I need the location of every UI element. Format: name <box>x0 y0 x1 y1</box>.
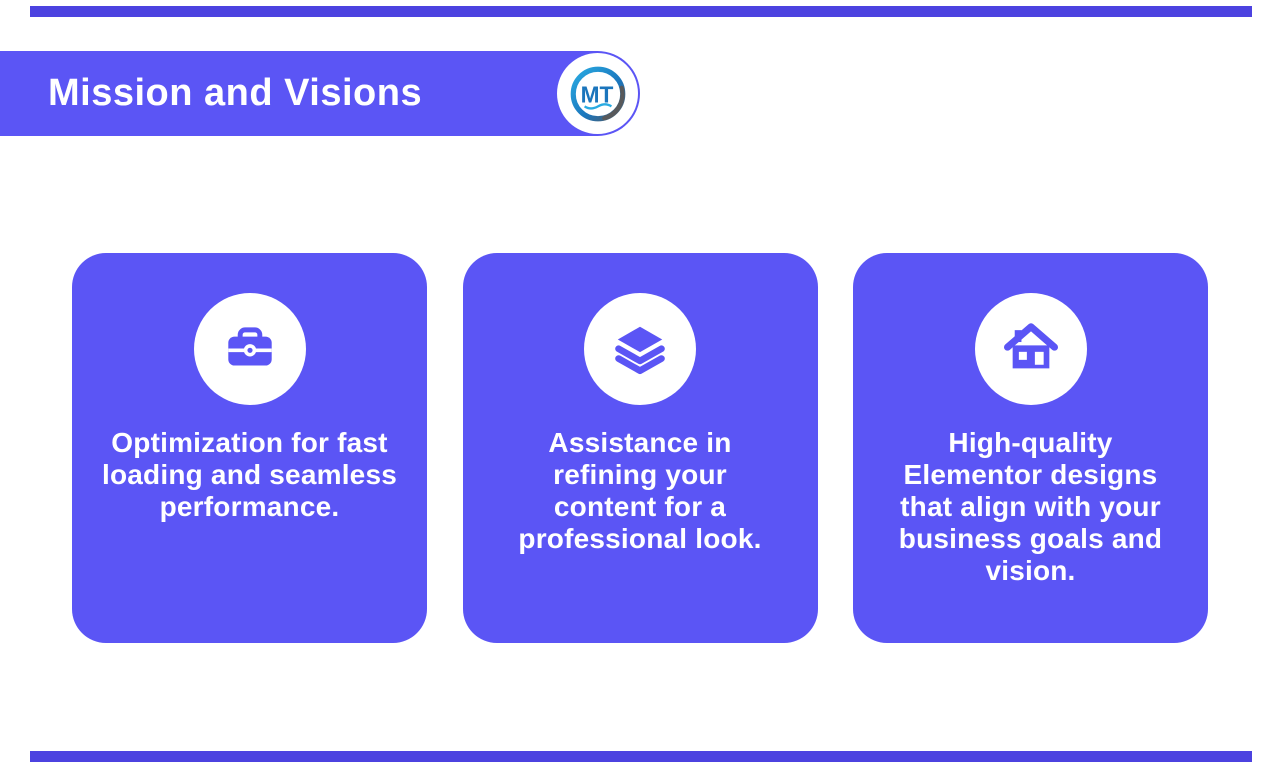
house-icon <box>974 293 1087 405</box>
svg-text:MT: MT <box>580 81 613 107</box>
card-text-line: performance. <box>159 491 340 522</box>
top-accent-stripe <box>30 6 1252 17</box>
card-text-line: professional look. <box>518 523 762 554</box>
card-text-line: Assistance in <box>548 427 732 458</box>
card-text-line: High-quality <box>948 427 1113 458</box>
card-text-line: refining your <box>553 459 727 490</box>
card-assistance: Assistance in refining your content for … <box>462 253 818 643</box>
bottom-accent-stripe <box>30 751 1252 762</box>
card-text: High-quality Elementor designs that alig… <box>899 427 1162 587</box>
card-text-line: business goals and <box>898 523 1163 554</box>
card-optimization: Optimization for fast loading and seamle… <box>72 253 427 643</box>
page-title: Mission and Visions <box>48 72 423 114</box>
mt-logo-icon: MT <box>570 66 625 121</box>
card-designs: High-quality Elementor designs that alig… <box>853 253 1208 643</box>
card-text-line: Elementor designs <box>903 459 1158 490</box>
feature-cards: Optimization for fast loading and seamle… <box>72 253 1208 643</box>
briefcase-icon <box>193 293 306 405</box>
card-text-line: loading and seamless <box>102 459 397 490</box>
card-text: Assistance in refining your content for … <box>518 427 761 555</box>
card-text-line: content for a <box>553 491 727 522</box>
card-text: Optimization for fast loading and seamle… <box>102 427 397 523</box>
header-bar: Mission and Visions <box>0 51 640 136</box>
card-text-line: Optimization for fast <box>111 427 388 458</box>
layers-icon <box>584 293 696 405</box>
card-text-line: vision. <box>985 555 1076 586</box>
card-text-line: that align with your <box>900 491 1161 522</box>
mt-logo: MT <box>557 53 638 134</box>
